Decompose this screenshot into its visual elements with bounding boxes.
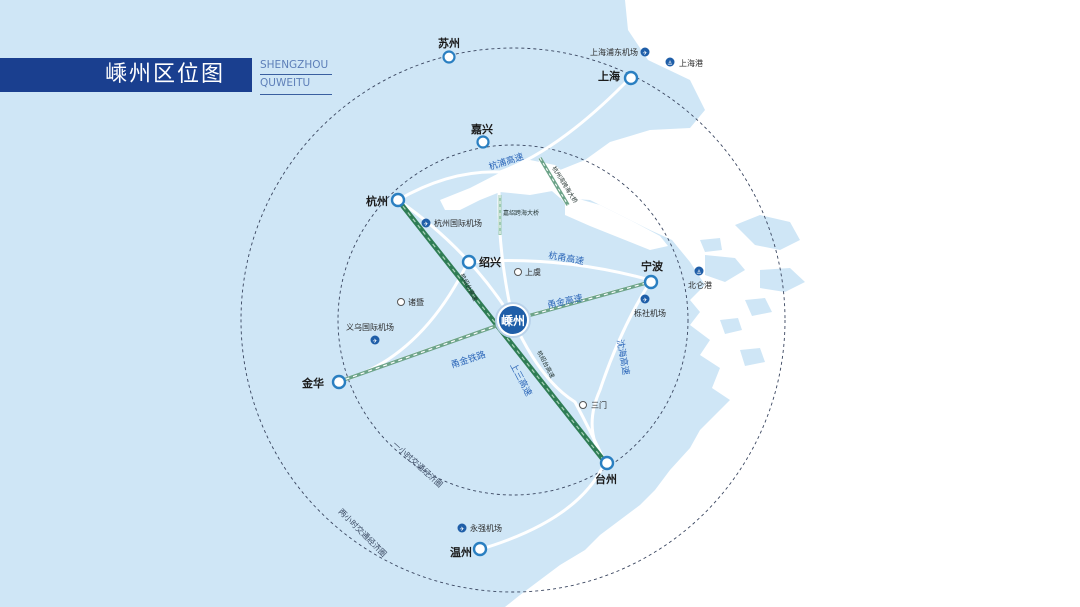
yongqiang-airport-label: 永强机场 — [470, 523, 502, 533]
svg-text:⚓: ⚓ — [667, 60, 672, 67]
header-subtitle: SHENGZHOU QUWEITU — [260, 58, 332, 95]
shanghai-label: 上海 — [598, 69, 620, 83]
subtitle-line2: QUWEITU — [260, 77, 311, 89]
yongqiang-airport-icon[interactable]: ✈ — [457, 523, 467, 534]
svg-text:✈: ✈ — [642, 297, 647, 304]
svg-text:✈: ✈ — [459, 526, 464, 533]
hangzhou-bay-2 — [565, 195, 668, 250]
subtitle-underline — [260, 94, 332, 95]
sanmen-label: 三门 — [591, 400, 607, 410]
shaoxing-label: 绍兴 — [479, 255, 501, 269]
sanmen-marker[interactable] — [579, 401, 587, 409]
shanghai-port-icon[interactable]: ⚓ — [665, 57, 675, 68]
shanghai-marker[interactable] — [623, 70, 639, 86]
subtitle-divider — [260, 74, 332, 75]
wenzhou-label: 温州 — [450, 545, 472, 559]
airport-icons: ✈ ✈ ✈ ✈ ✈ — [370, 47, 650, 534]
zhuji-marker[interactable] — [397, 298, 405, 306]
svg-text:✈: ✈ — [372, 338, 377, 345]
zhoushan-islands — [700, 215, 805, 366]
taizhou-label: 台州 — [595, 472, 617, 486]
jiaxing-label: 嘉兴 — [470, 122, 493, 136]
taizhou-marker[interactable] — [599, 455, 615, 471]
pudong-airport-icon[interactable]: ✈ — [640, 47, 650, 58]
beilun-port-icon[interactable]: ⚓ — [694, 266, 704, 277]
yiwu-airport-icon[interactable]: ✈ — [370, 335, 380, 346]
hangzhou-marker[interactable] — [390, 192, 406, 208]
hangzhou-bay — [440, 160, 570, 210]
svg-text:✈: ✈ — [642, 50, 647, 57]
ring-inner — [337, 144, 689, 496]
land-mass — [0, 0, 730, 607]
zhuji-label: 诸暨 — [408, 298, 424, 307]
shaoxing-marker[interactable] — [461, 254, 477, 270]
shangyu-marker[interactable] — [514, 268, 522, 276]
svg-text:⚓: ⚓ — [696, 269, 701, 276]
jiaxing-marker[interactable] — [476, 135, 490, 149]
ningbo-marker[interactable] — [643, 274, 659, 290]
hangzhou-airport-icon[interactable]: ✈ — [421, 218, 431, 229]
beilun-port-label: 北仑港 — [688, 280, 712, 290]
jinhua-marker[interactable] — [331, 374, 347, 390]
subtitle-line1: SHENGZHOU — [260, 59, 329, 71]
page-title: 嵊州区位图 — [105, 62, 226, 87]
city-markers — [331, 50, 659, 557]
hangzhou-airport-label: 杭州国际机场 — [434, 218, 482, 228]
center-marker[interactable] — [499, 306, 527, 334]
ring-outer — [240, 47, 786, 593]
shangyu-label: 上虞 — [525, 267, 541, 277]
suzhou-marker[interactable] — [442, 50, 456, 64]
lishe-airport-label: 栎社机场 — [634, 308, 666, 318]
port-icons: ⚓ ⚓ — [665, 57, 704, 277]
center-label: 嵊州 — [501, 313, 525, 328]
header-band — [0, 58, 252, 92]
bridge-label: 嘉绍跨海大桥 — [503, 209, 539, 217]
pudong-label: 上海浦东机场 — [590, 47, 638, 57]
suzhou-label: 苏州 — [438, 36, 460, 50]
shanghai-port-label: 上海港 — [679, 58, 703, 68]
hangzhou-label: 杭州 — [366, 194, 388, 208]
yiwu-airport-label: 义乌国际机场 — [346, 322, 394, 332]
ningbo-label: 宁波 — [641, 259, 664, 273]
svg-text:✈: ✈ — [423, 221, 428, 228]
jinhua-label: 金华 — [301, 376, 324, 390]
wenzhou-marker[interactable] — [472, 541, 488, 557]
lishe-airport-icon[interactable]: ✈ — [640, 294, 650, 305]
